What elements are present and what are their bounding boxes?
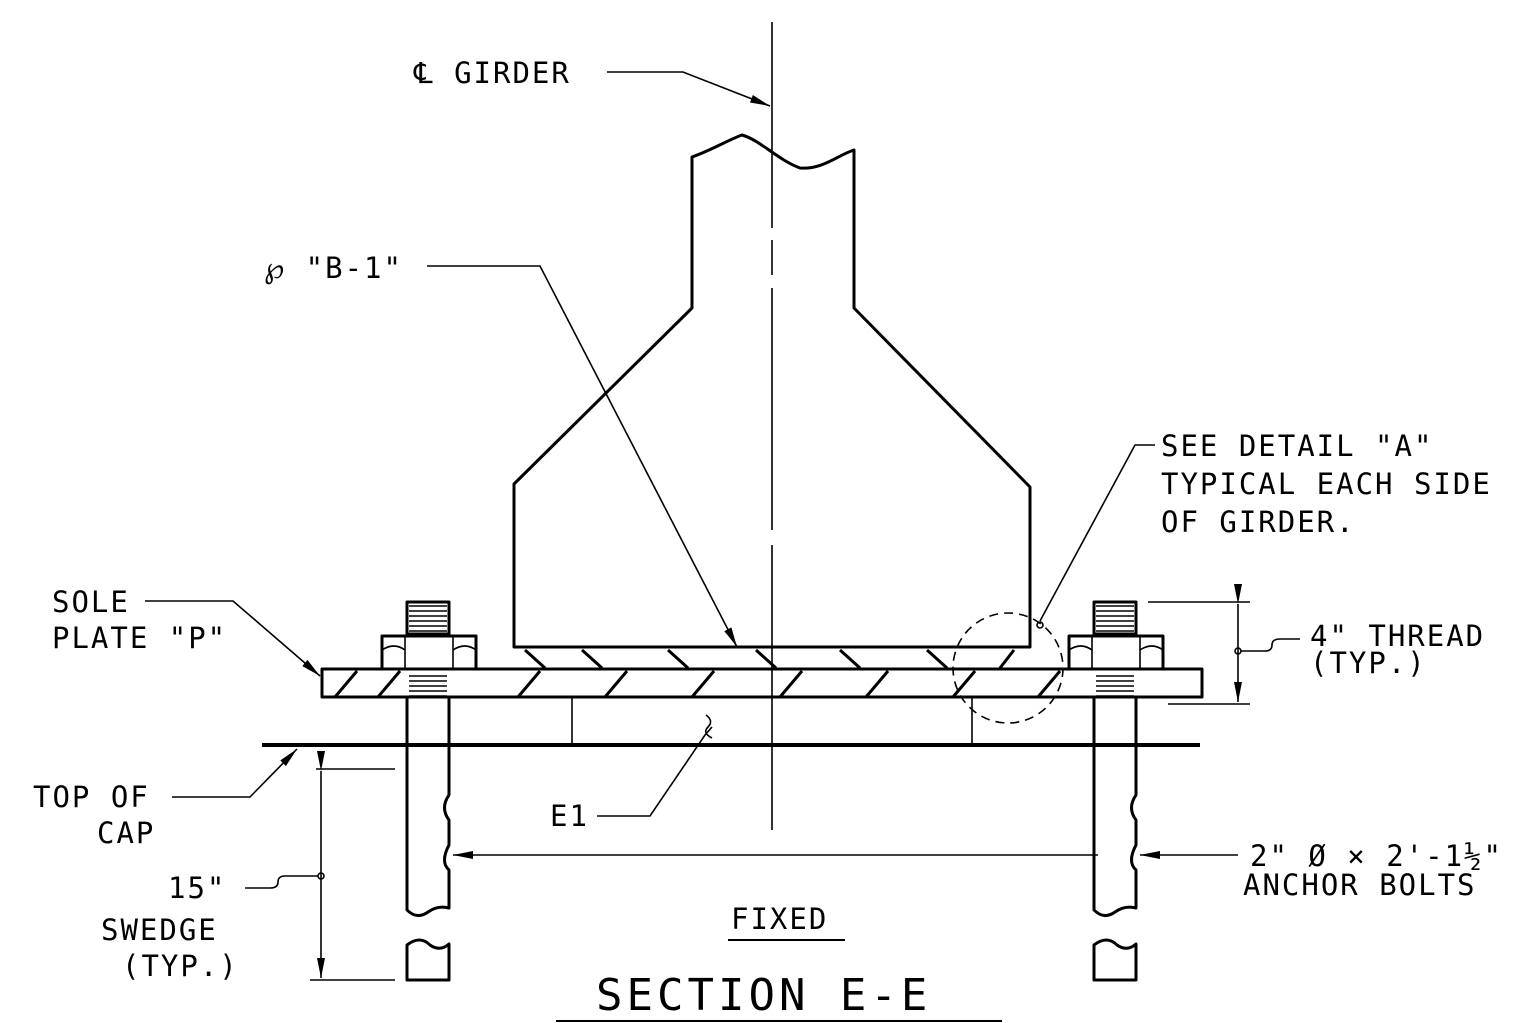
plate-b1-hatch <box>523 648 1016 670</box>
sole-plate-leader <box>145 600 321 677</box>
plate-b1-leader <box>427 265 738 648</box>
cl-girder-leader <box>607 71 771 107</box>
top-of-cap-leader <box>172 748 298 798</box>
e1-label: E1 <box>550 799 589 833</box>
e1-squiggle <box>704 714 713 739</box>
girder-outline <box>512 133 1032 649</box>
plate-b1-label: ℘ "B-1" <box>264 251 403 285</box>
detail-a-label-line1: SEE DETAIL "A" <box>1161 429 1433 463</box>
anchor-bolt-label-line2: ANCHOR BOLTS <box>1243 868 1477 902</box>
anchor-bolt-label-line1: 2" Ø × 2'-1½" <box>1250 839 1503 873</box>
right-anchor-bolt <box>1067 600 1165 982</box>
detail-a-label-line2: TYPICAL EACH SIDE <box>1161 467 1492 501</box>
detail-a-callout <box>952 444 1155 724</box>
top-of-cap-label-line1: TOP OF <box>33 780 150 814</box>
swedge-label-line1: 15" <box>168 871 226 905</box>
section-title: SECTION E-E <box>596 970 931 1021</box>
sole-plate-label-line1: SOLE <box>52 585 130 619</box>
fixed-label: FIXED <box>731 902 828 936</box>
swedge-label-line2: SWEDGE <box>101 913 218 947</box>
swedge-label-line3: (TYP.) <box>122 949 239 983</box>
thread-label-line1: 4" THREAD <box>1310 619 1485 653</box>
cl-girder-label: ℄ GIRDER <box>413 56 571 90</box>
detail-a-label-line3: OF GIRDER. <box>1161 505 1356 539</box>
left-anchor-bolt <box>380 600 478 982</box>
e1-leader <box>597 726 713 817</box>
sole-plate <box>320 667 1204 699</box>
sole-plate-label-line2: PLATE "P" <box>52 621 227 655</box>
bearing-e1 <box>571 697 973 745</box>
swedge-dimension <box>245 751 395 981</box>
top-of-cap-label-line2: CAP <box>97 816 155 850</box>
thread-label-line2: (TYP.) <box>1310 646 1427 680</box>
thread-dimension <box>1148 584 1300 705</box>
